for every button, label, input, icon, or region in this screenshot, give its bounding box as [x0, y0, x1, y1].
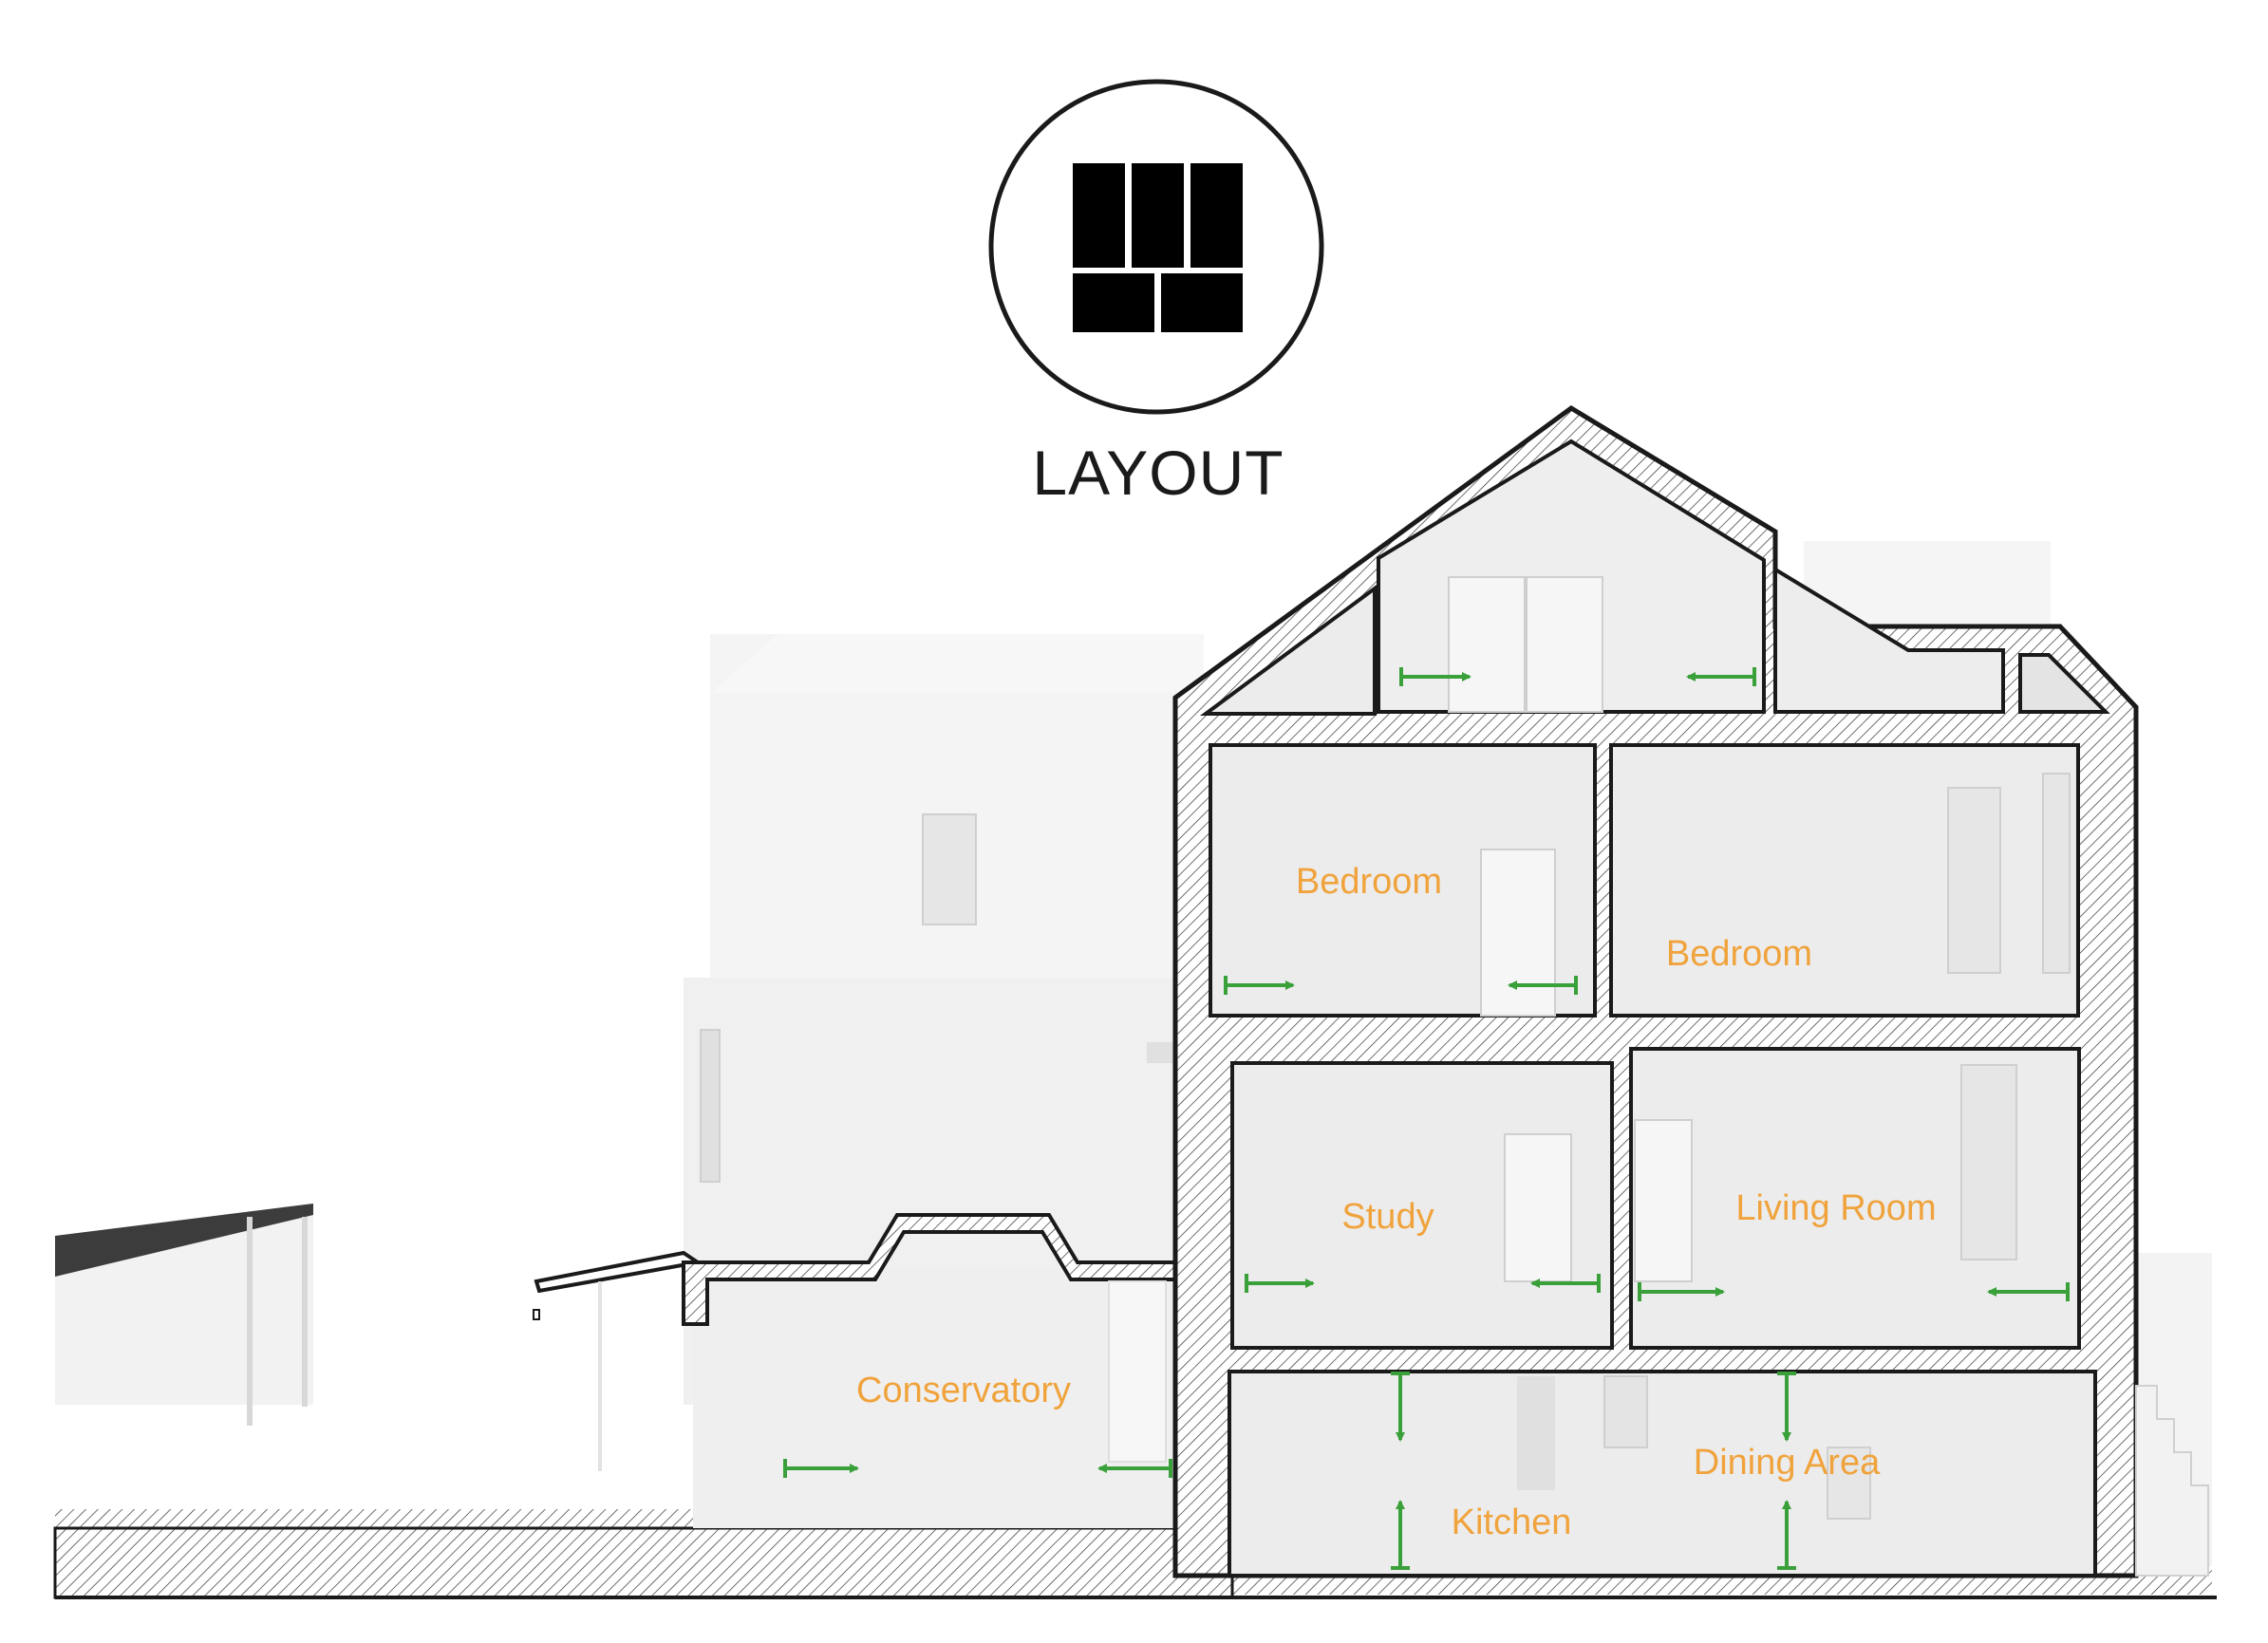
ground-slab — [55, 1253, 2212, 1595]
layout-grid-icon — [988, 79, 1324, 415]
arrow-bedroom-left-out — [1508, 976, 1578, 995]
arrow-living-out — [1987, 1282, 2070, 1301]
conservatory-canopy — [533, 1250, 703, 1471]
room-label-kitchen: Kitchen — [1452, 1503, 1572, 1542]
room-label-living-room: Living Room — [1735, 1188, 1936, 1228]
arrow-study-out — [1530, 1274, 1601, 1293]
room-labels: Bedroom Bedroom Study Living Room Conser… — [856, 862, 1937, 1542]
circulation-arrows — [783, 667, 2070, 1570]
room-label-bedroom-left: Bedroom — [1296, 862, 1442, 902]
arrow-kitchen-down — [1391, 1372, 1410, 1442]
main-house-section — [1172, 404, 2209, 1578]
room-label-dining-area: Dining Area — [1694, 1443, 1881, 1483]
arrow-bedroom-left-in — [1224, 976, 1295, 995]
room-label-conservatory: Conservatory — [856, 1371, 1071, 1410]
left-shed — [55, 1204, 313, 1426]
arrow-study-in — [1245, 1274, 1315, 1293]
arrow-conservatory-in — [783, 1459, 859, 1478]
arrow-kitchen-up — [1391, 1500, 1410, 1570]
room-label-study: Study — [1341, 1197, 1434, 1237]
arrow-conservatory-out — [1097, 1459, 1172, 1478]
room-label-bedroom-right: Bedroom — [1666, 934, 1812, 974]
arrow-attic-right — [1686, 667, 1756, 686]
arrow-dining-up — [1777, 1500, 1796, 1570]
arrow-attic-left — [1399, 667, 1471, 686]
arrow-dining-down — [1777, 1372, 1796, 1442]
page-title: LAYOUT — [1032, 438, 1284, 508]
arrow-living-in — [1638, 1282, 1725, 1301]
